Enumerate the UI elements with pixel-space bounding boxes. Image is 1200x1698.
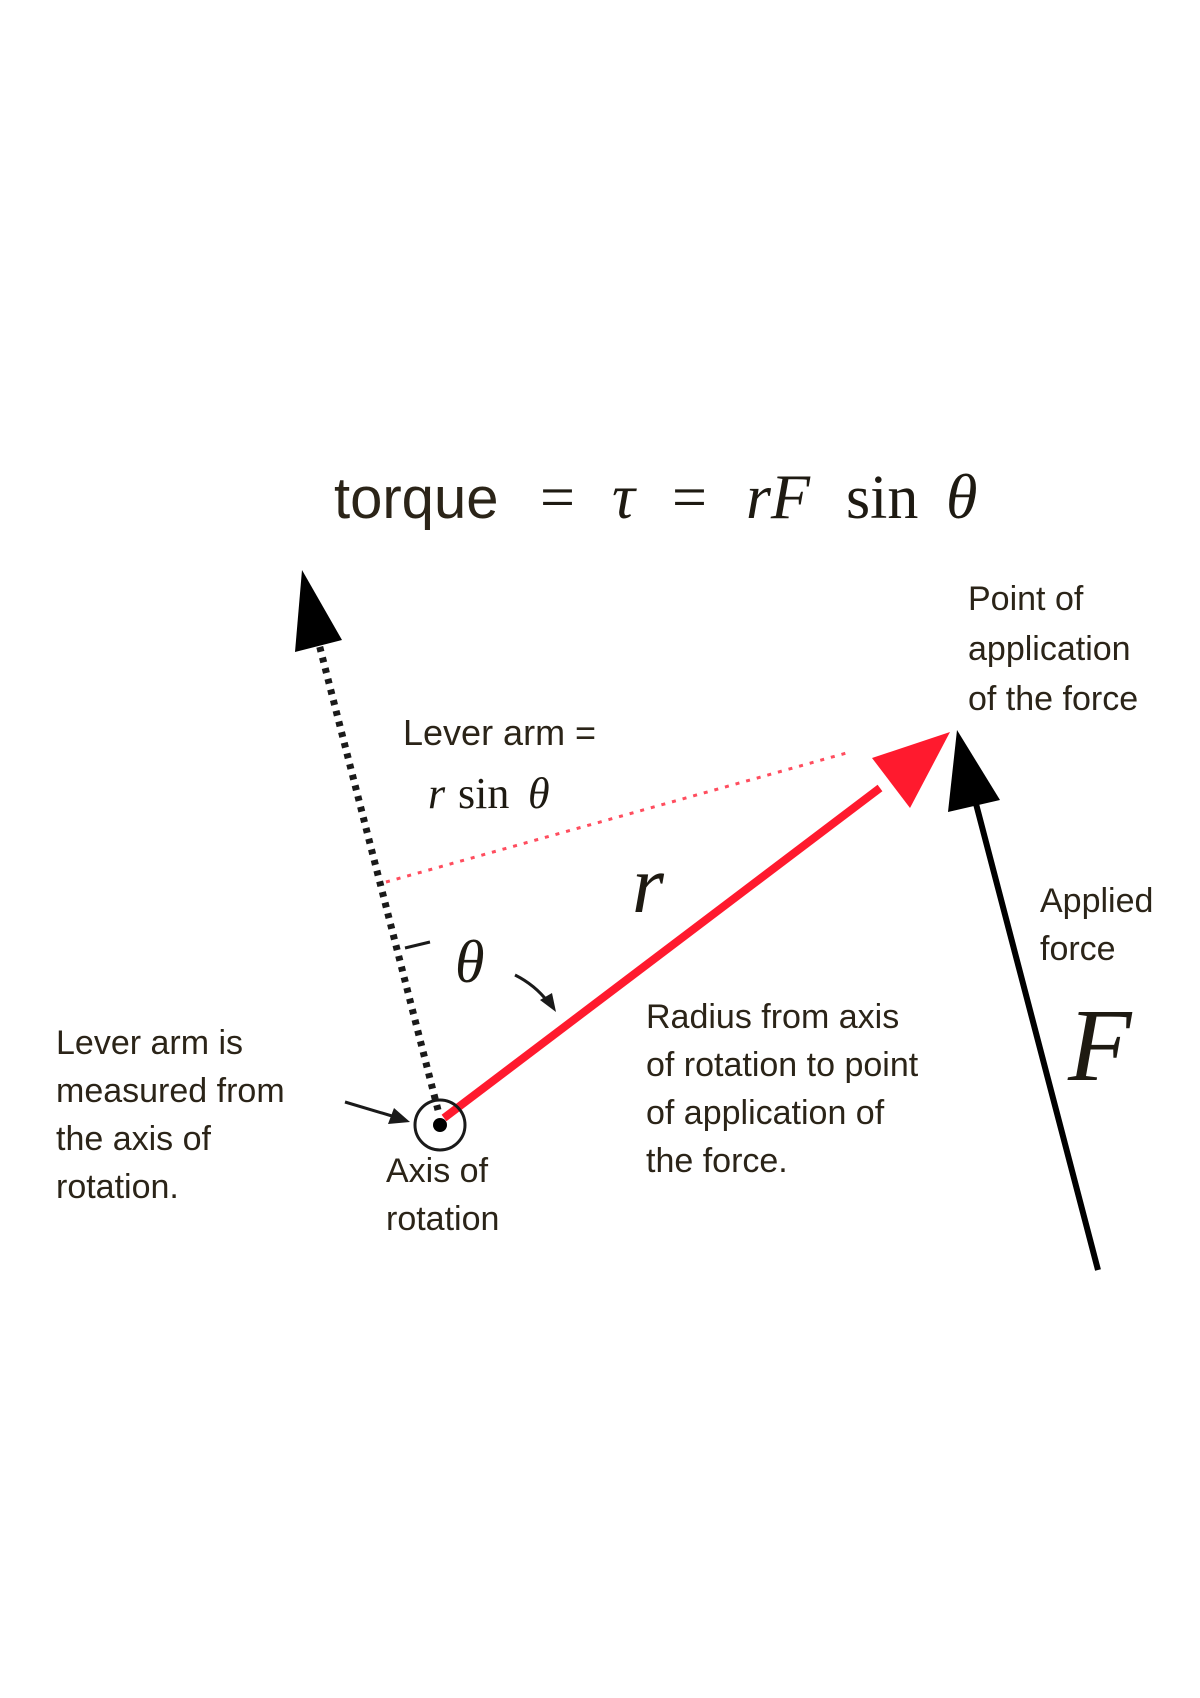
lever-note-pointer bbox=[344, 1100, 410, 1124]
angle-pointer-head bbox=[540, 993, 556, 1012]
lever-arm-note: Lever arm is measured from the axis of r… bbox=[56, 1024, 285, 1206]
angle-pointer-curve bbox=[514, 973, 550, 1003]
force-vector-arrowhead bbox=[948, 730, 1000, 812]
lever-arm-label-line1: Lever arm = bbox=[403, 712, 596, 753]
lever-note-line3: the axis of bbox=[56, 1120, 212, 1158]
axis-circle bbox=[413, 1098, 467, 1152]
lever-arm-line bbox=[385, 750, 851, 884]
point-label-line1: Point of bbox=[968, 580, 1084, 618]
point-label-line3: of the force bbox=[968, 680, 1138, 718]
lever-arm-label-r: r bbox=[428, 769, 446, 818]
dotted-direction-line bbox=[314, 639, 442, 1111]
lever-direction-arrow bbox=[295, 570, 442, 1111]
radius-desc-line1: Radius from axis bbox=[646, 998, 899, 1036]
lever-note-line1: Lever arm is bbox=[56, 1024, 243, 1062]
equation-tau: τ bbox=[612, 461, 637, 532]
radius-description: Radius from axis of rotation to point of… bbox=[646, 998, 919, 1180]
point-label-line2: application bbox=[968, 630, 1131, 668]
lever-arm-label: Lever arm = r sin θ bbox=[403, 712, 596, 818]
radius-desc-line4: the force. bbox=[646, 1142, 788, 1180]
lever-note-pointer-line bbox=[344, 1100, 393, 1118]
radius-desc-line2: of rotation to point bbox=[646, 1046, 919, 1084]
applied-force-line2: force bbox=[1040, 930, 1116, 968]
equation-equals-1: = bbox=[540, 464, 575, 532]
lever-note-line2: measured from bbox=[56, 1072, 285, 1110]
axis-label-line1: Axis of bbox=[386, 1152, 489, 1190]
lever-note-pointer-head bbox=[388, 1108, 410, 1124]
radius-vector bbox=[441, 732, 950, 1122]
radius-vector-line bbox=[441, 784, 883, 1122]
dotted-direction-arrowhead bbox=[295, 570, 342, 652]
lever-arm-label-sin: sin bbox=[458, 769, 509, 818]
axis-label-line2: rotation bbox=[386, 1200, 499, 1238]
lever-arm-label-theta: θ bbox=[528, 769, 550, 818]
force-symbol: F bbox=[1067, 988, 1133, 1103]
angle-tick-left bbox=[404, 940, 431, 950]
equation-word: torque bbox=[334, 466, 498, 531]
axis-of-rotation-symbol bbox=[413, 1098, 467, 1152]
equation-equals-2: = bbox=[672, 464, 707, 532]
force-vector bbox=[948, 730, 1101, 1271]
axis-of-rotation-label: Axis of rotation bbox=[386, 1152, 499, 1238]
point-of-application-label: Point of application of the force bbox=[968, 580, 1138, 718]
equation-theta: θ bbox=[946, 461, 977, 532]
torque-equation: torque = τ = rF sin θ bbox=[334, 461, 977, 532]
axis-dot bbox=[433, 1118, 447, 1132]
angle-theta-symbol: θ bbox=[455, 929, 484, 995]
applied-force-label: Applied force F bbox=[1040, 882, 1153, 1103]
radius-desc-line3: of application of bbox=[646, 1094, 885, 1132]
equation-rF: rF bbox=[746, 461, 811, 532]
applied-force-line1: Applied bbox=[1040, 882, 1153, 920]
equation-sin: sin bbox=[846, 464, 918, 532]
radius-symbol: r bbox=[632, 839, 665, 930]
lever-note-line4: rotation. bbox=[56, 1168, 179, 1206]
radius-vector-arrowhead bbox=[872, 732, 950, 808]
angle-indicator: θ bbox=[404, 929, 556, 1012]
force-vector-line bbox=[972, 799, 1101, 1271]
